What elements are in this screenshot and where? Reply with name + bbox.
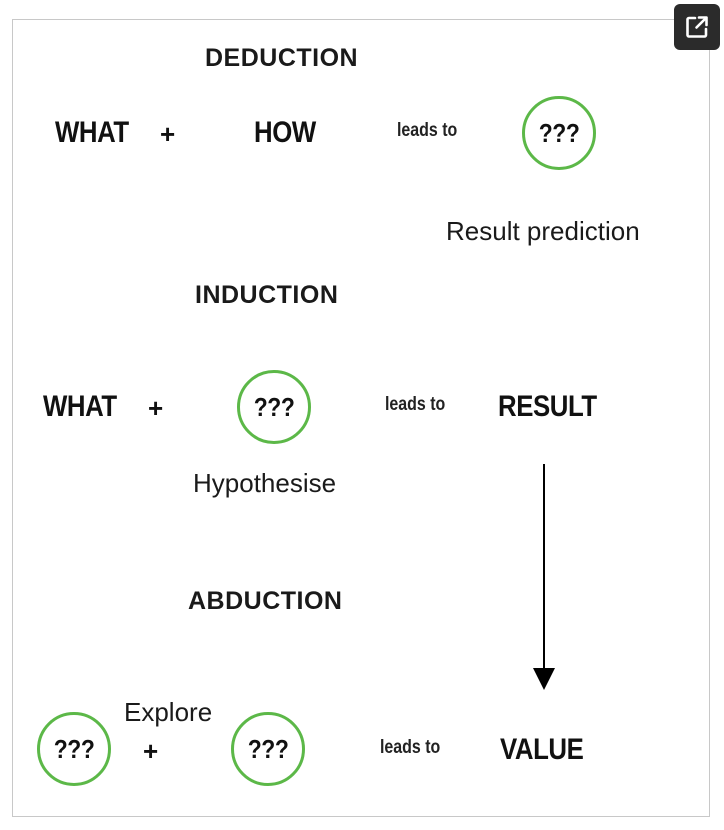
induction-result-term: RESULT (498, 390, 597, 423)
abduction-unknown-text-1: ??? (53, 733, 95, 764)
induction-plus-sign: + (148, 393, 164, 423)
abduction-unknown-circle-2: ??? (231, 712, 305, 786)
deduction-heading: DEDUCTION (205, 44, 359, 72)
induction-heading: INDUCTION (195, 281, 339, 309)
deduction-how-term: HOW (254, 116, 316, 149)
abduction-plus-sign: + (143, 736, 159, 766)
induction-unknown-text: ??? (253, 391, 295, 422)
abduction-value-term: VALUE (500, 733, 584, 766)
deduction-unknown-text: ??? (538, 117, 580, 148)
abduction-unknown-text-2: ??? (247, 733, 289, 764)
induction-leads-to-label: leads to (385, 394, 446, 415)
induction-unknown-circle: ??? (237, 370, 311, 444)
induction-note: Hypothesise (193, 468, 337, 498)
deduction-what-term: WHAT (55, 116, 129, 149)
deduction-plus-sign: + (160, 119, 176, 149)
deduction-leads-to-label: leads to (397, 120, 458, 141)
result-to-value-arrow-line (543, 464, 545, 670)
abduction-heading: ABDUCTION (188, 587, 343, 615)
abduction-leads-to-label: leads to (380, 737, 441, 758)
open-external-button[interactable] (674, 4, 720, 50)
open-external-icon (686, 16, 708, 38)
diagram-frame (12, 19, 710, 817)
deduction-note: Result prediction (446, 216, 640, 246)
abduction-unknown-circle-1: ??? (37, 712, 111, 786)
induction-what-term: WHAT (43, 390, 117, 423)
result-to-value-arrow-head (533, 668, 555, 690)
abduction-note: Explore (124, 697, 213, 727)
deduction-unknown-circle: ??? (522, 96, 596, 170)
